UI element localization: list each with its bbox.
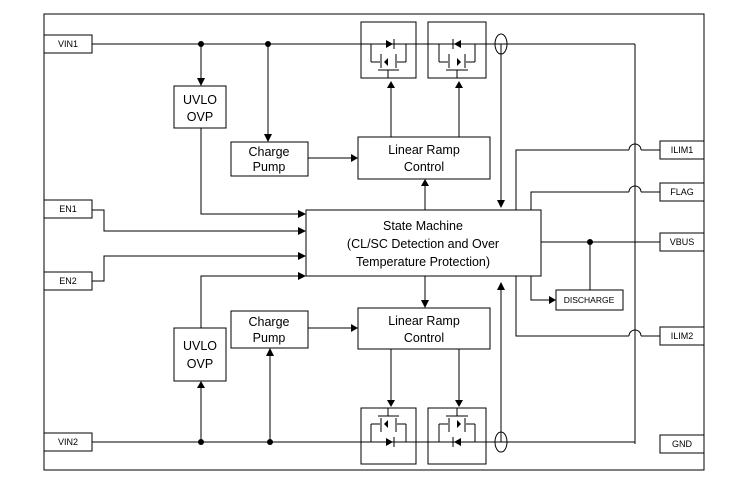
svg-text:EN2: EN2 (59, 276, 77, 286)
mosfet-symbol (360, 407, 417, 465)
svg-text:VIN2: VIN2 (58, 437, 78, 447)
svg-text:Linear Ramp: Linear Ramp (388, 143, 460, 157)
svg-text:Temperature Protection): Temperature Protection) (356, 255, 490, 269)
svg-text:ILIM2: ILIM2 (671, 331, 694, 341)
pin-flag: FLAG (659, 182, 705, 202)
svg-text:OVP: OVP (187, 357, 213, 371)
svg-text:Pump: Pump (253, 160, 286, 174)
pin-en2: EN2 (43, 271, 93, 291)
pin-vin2: VIN2 (43, 432, 93, 452)
svg-text:EN1: EN1 (59, 204, 77, 214)
wiring (92, 43, 660, 444)
junction-dots (198, 41, 593, 445)
mosfet-symbol (427, 21, 487, 79)
arrowheads (197, 78, 556, 407)
svg-text:State Machine: State Machine (383, 219, 463, 233)
state-machine: State Machine (CL/SC Detection and Over … (305, 209, 542, 277)
svg-text:Charge: Charge (249, 145, 290, 159)
charge-pump-bottom: Charge Pump (230, 310, 309, 349)
svg-text:DISCHARGE: DISCHARGE (564, 295, 615, 305)
current-sense-bottom (494, 431, 508, 453)
mosfet-symbol (427, 407, 487, 465)
pin-en1: EN1 (43, 199, 93, 219)
svg-text:Linear Ramp: Linear Ramp (388, 314, 460, 328)
svg-text:(CL/SC Detection and Over: (CL/SC Detection and Over (347, 237, 499, 251)
svg-text:Pump: Pump (253, 331, 286, 345)
pin-gnd: GND (659, 434, 705, 454)
svg-text:Control: Control (404, 160, 444, 174)
current-sense-top (494, 33, 508, 55)
svg-text:Control: Control (404, 331, 444, 345)
svg-text:GND: GND (672, 439, 693, 449)
svg-text:UVLO: UVLO (183, 93, 217, 107)
uvlo-ovp-top: UVLO OVP (173, 85, 227, 129)
pin-ilim2: ILIM2 (659, 326, 705, 346)
mosfet-symbol (360, 21, 417, 79)
svg-text:UVLO: UVLO (183, 339, 217, 353)
pin-vbus: VBUS (659, 232, 705, 252)
discharge-block: DISCHARGE (555, 289, 624, 311)
svg-text:FLAG: FLAG (670, 187, 694, 197)
svg-text:ILIM1: ILIM1 (671, 145, 694, 155)
svg-text:OVP: OVP (187, 110, 213, 124)
linear-ramp-control-bottom: Linear Ramp Control (357, 307, 491, 350)
pin-vin1: VIN1 (43, 34, 93, 54)
uvlo-ovp-bottom: UVLO OVP (173, 327, 227, 382)
linear-ramp-control-top: Linear Ramp Control (357, 136, 491, 180)
svg-text:VIN1: VIN1 (58, 39, 78, 49)
svg-text:Charge: Charge (249, 315, 290, 329)
svg-text:VBUS: VBUS (670, 237, 695, 247)
charge-pump-top: Charge Pump (230, 141, 309, 177)
pin-ilim1: ILIM1 (659, 140, 705, 160)
